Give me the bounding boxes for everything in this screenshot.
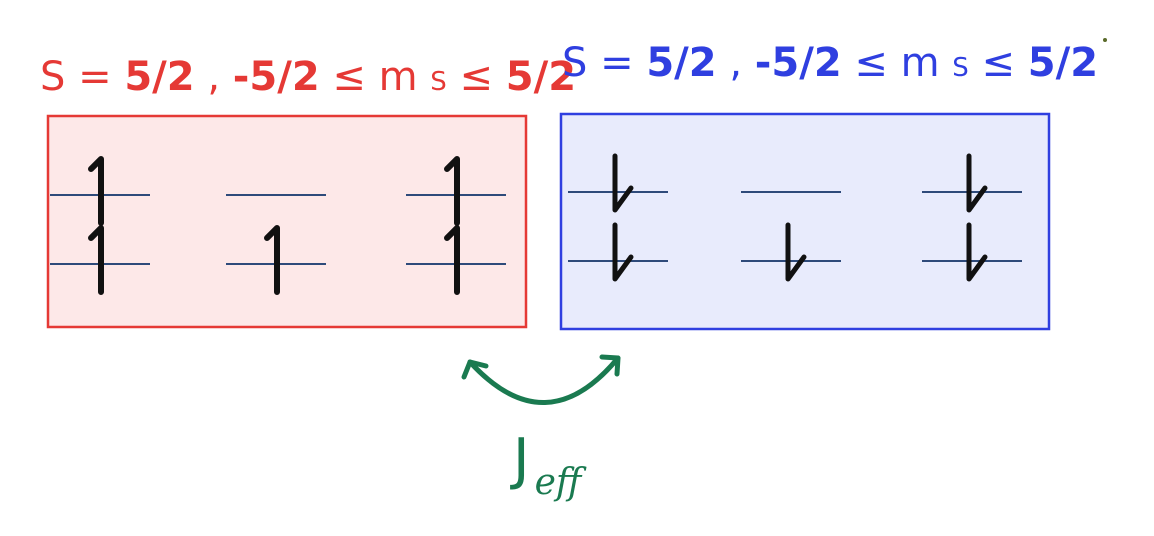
- arrowhead-left: [461, 359, 489, 380]
- ms-lower-bound: -5/2: [755, 40, 842, 86]
- spin-down-arrow: [612, 222, 634, 282]
- spin-down-arrow: [785, 222, 807, 282]
- spin-down-arrow: [966, 222, 988, 282]
- coupling-label: J eff: [510, 427, 587, 503]
- double-headed-arc-arrow: [467, 355, 621, 405]
- ms-upper-bound: 5/2: [506, 54, 576, 100]
- ms-subscript: S: [430, 67, 447, 97]
- stray-dot: [1103, 38, 1107, 42]
- orbital-group-left: [50, 156, 506, 295]
- coupling-arrow: [461, 354, 621, 405]
- spin-down-arrow: [612, 153, 634, 213]
- ion-box-left: [46, 114, 528, 329]
- ms-subscript: S: [952, 53, 969, 83]
- spin-symbol: S: [40, 54, 65, 100]
- spin-label-right: S = 5/2 , -5/2 ≤ m S ≤ 5/2: [562, 40, 1098, 86]
- spin-up-arrow: [444, 225, 460, 295]
- coupling-symbol: J: [510, 427, 530, 492]
- ms-lower-bound: -5/2: [233, 54, 320, 100]
- spin-up-arrow: [88, 225, 104, 295]
- spin-up-arrow: [444, 156, 460, 226]
- orbital-group-right: [568, 153, 1022, 282]
- spin-value: 5/2: [646, 40, 716, 86]
- spin-symbol: S: [562, 40, 587, 86]
- arrowhead-right: [599, 354, 621, 377]
- spin-value: 5/2: [124, 54, 194, 100]
- coupling-subscript: eff: [535, 462, 587, 503]
- ms-upper-bound: 5/2: [1028, 40, 1098, 86]
- spin-up-arrow: [88, 156, 104, 226]
- spin-down-arrow: [966, 153, 988, 213]
- spin-label-left: S = 5/2 , -5/2 ≤ m S ≤ 5/2: [40, 54, 576, 100]
- spin-up-arrow: [264, 225, 280, 295]
- ion-box-right: [559, 112, 1051, 331]
